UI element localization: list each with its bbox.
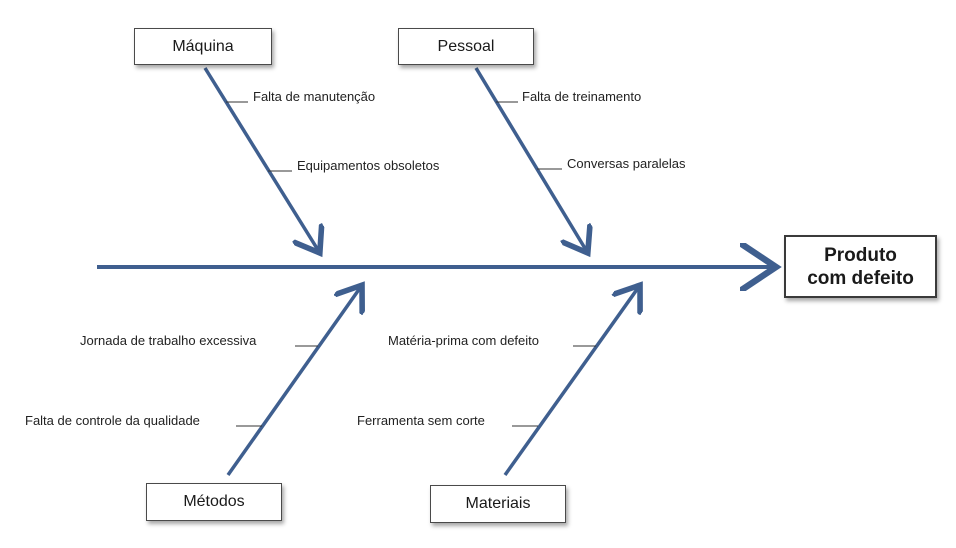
cause-metodos-1: Jornada de trabalho excessiva [80, 333, 257, 348]
bone-maquina [203, 67, 318, 250]
cause-maquina-2: Equipamentos obsoletos [297, 158, 440, 173]
cause-metodos-2: Falta de controle da qualidade [25, 413, 200, 428]
category-metodos-label: Métodos [183, 493, 245, 510]
effect-line-1: Produto [824, 244, 897, 266]
cause-maquina-1: Falta de manutenção [253, 89, 376, 104]
category-maquina-label: Máquina [172, 37, 234, 55]
bone-metodos [226, 288, 360, 477]
cause-pessoal-1: Falta de treinamento [522, 89, 642, 104]
bone-pessoal [474, 67, 586, 250]
category-metodos: Métodos [146, 483, 282, 521]
cause-materiais-2: Ferramenta sem corte [357, 413, 485, 428]
category-pessoal: Pessoal [398, 28, 534, 65]
cause-materiais-1: Matéria-prima com defeito [388, 333, 539, 348]
category-maquina: Máquina [134, 28, 272, 65]
cause-pessoal-2: Conversas paralelas [567, 156, 686, 171]
effect-box: Produto com defeito [784, 235, 937, 298]
category-materiais: Materiais [430, 485, 566, 523]
effect-line-2: com defeito [807, 267, 914, 289]
category-materiais-label: Materiais [465, 495, 531, 512]
category-pessoal-label: Pessoal [437, 37, 495, 55]
bone-materiais [503, 288, 638, 477]
